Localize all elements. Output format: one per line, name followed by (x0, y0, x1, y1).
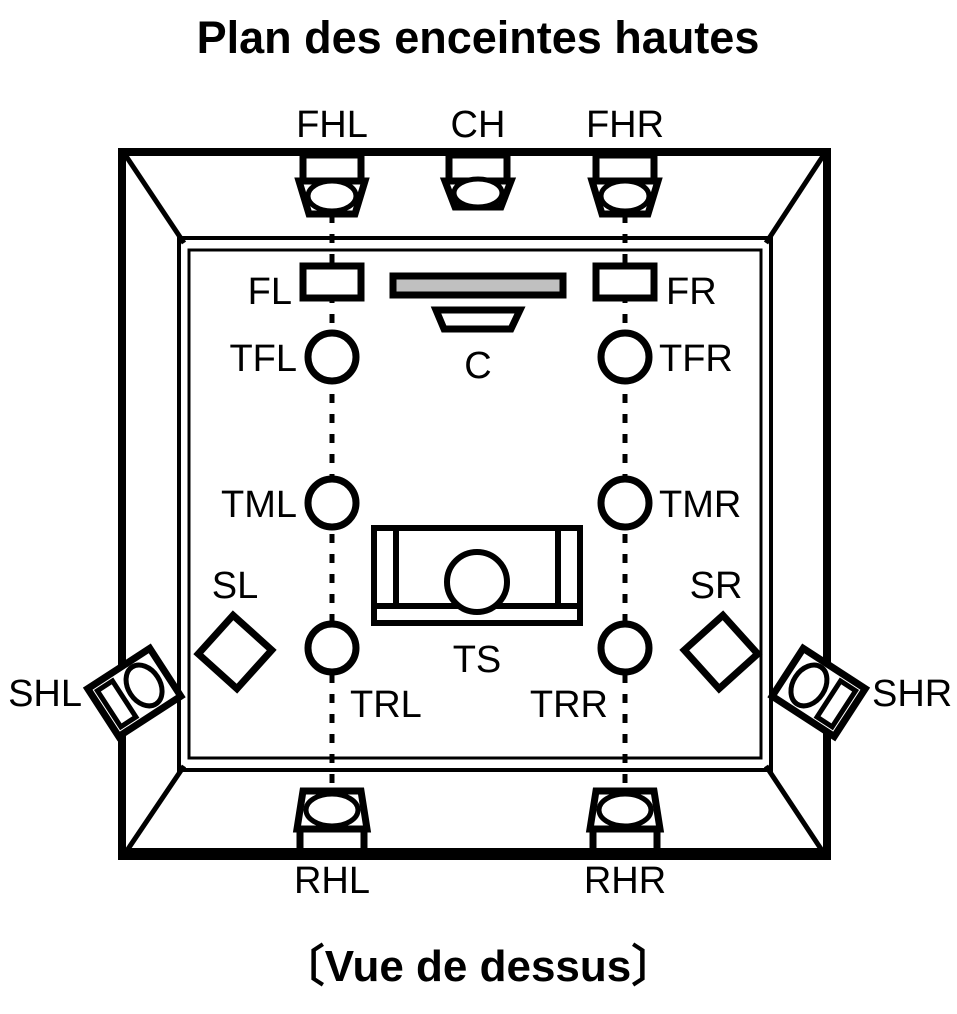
label-trr: TRR (530, 684, 608, 726)
label-tfl: TFL (229, 338, 297, 380)
speaker-shr-driver (788, 662, 830, 709)
label-sr: SR (690, 565, 743, 607)
speaker-ch[interactable] (439, 151, 517, 211)
speaker-fhl-driver (305, 178, 359, 214)
label-fhr: FHR (586, 104, 664, 146)
speaker-shl[interactable] (82, 643, 186, 742)
sofa-armrest-left (371, 525, 399, 609)
display-screen (389, 272, 567, 299)
speaker-fhl-bracket (299, 151, 365, 185)
speaker-sl[interactable] (193, 610, 277, 694)
label-ch: CH (451, 104, 506, 146)
room-inner-wall-outline (177, 236, 773, 772)
speaker-sr-body (679, 610, 763, 694)
speaker-tmr[interactable] (597, 475, 653, 531)
speaker-ch-driver (451, 176, 505, 210)
speaker-sl-body (193, 610, 277, 694)
label-c: C (464, 345, 491, 387)
speaker-rhr[interactable] (585, 787, 665, 860)
label-shl: SHL (8, 673, 82, 715)
label-tmr: TMR (659, 484, 741, 526)
label-fl: FL (248, 271, 292, 313)
perspective-line-top-right (763, 154, 826, 245)
label-sl: SL (212, 565, 258, 607)
speaker-sr[interactable] (679, 610, 763, 694)
sofa-armrest-right (555, 525, 583, 609)
speaker-fhl[interactable] (294, 151, 370, 218)
perspective-line-bottom-right (763, 764, 826, 854)
speaker-rhr-driver (596, 791, 654, 829)
speaker-shr[interactable] (767, 643, 871, 742)
label-fhl: FHL (296, 104, 368, 146)
speaker-fhr-driver (598, 178, 652, 214)
speaker-shl-tweeter (93, 677, 140, 731)
speaker-c[interactable] (430, 306, 526, 333)
listener-head (444, 549, 510, 615)
speaker-shl-driver (123, 662, 165, 709)
speaker-tfl[interactable] (304, 329, 360, 385)
speaker-fl[interactable] (299, 262, 365, 302)
label-rhl: RHL (294, 860, 370, 902)
room-inner-wall-inline (187, 248, 763, 760)
speaker-trr[interactable] (597, 620, 653, 676)
perspective-line-top-left (123, 154, 187, 245)
speaker-rhl[interactable] (292, 787, 372, 860)
speaker-fhr[interactable] (587, 151, 663, 218)
speaker-fr[interactable] (592, 262, 658, 302)
label-rhr: RHR (584, 860, 666, 902)
label-ts: TS (453, 639, 502, 681)
label-tfr: TFR (659, 338, 733, 380)
label-trl: TRL (350, 684, 422, 726)
speaker-tfr[interactable] (597, 329, 653, 385)
sofa-listening-position (371, 525, 583, 626)
label-shr: SHR (872, 673, 952, 715)
speaker-tml[interactable] (304, 475, 360, 531)
speaker-shr-tweeter (813, 677, 860, 731)
page-title: Plan des enceintes hautes (197, 12, 760, 63)
label-fr: FR (666, 271, 717, 313)
speaker-rhl-driver (303, 791, 361, 829)
speaker-trl[interactable] (304, 620, 360, 676)
speaker-fhr-bracket (592, 151, 658, 185)
perspective-line-bottom-left (123, 764, 187, 854)
view-caption: 〔Vue de dessus〕 (281, 942, 676, 991)
label-tml: TML (221, 484, 297, 526)
